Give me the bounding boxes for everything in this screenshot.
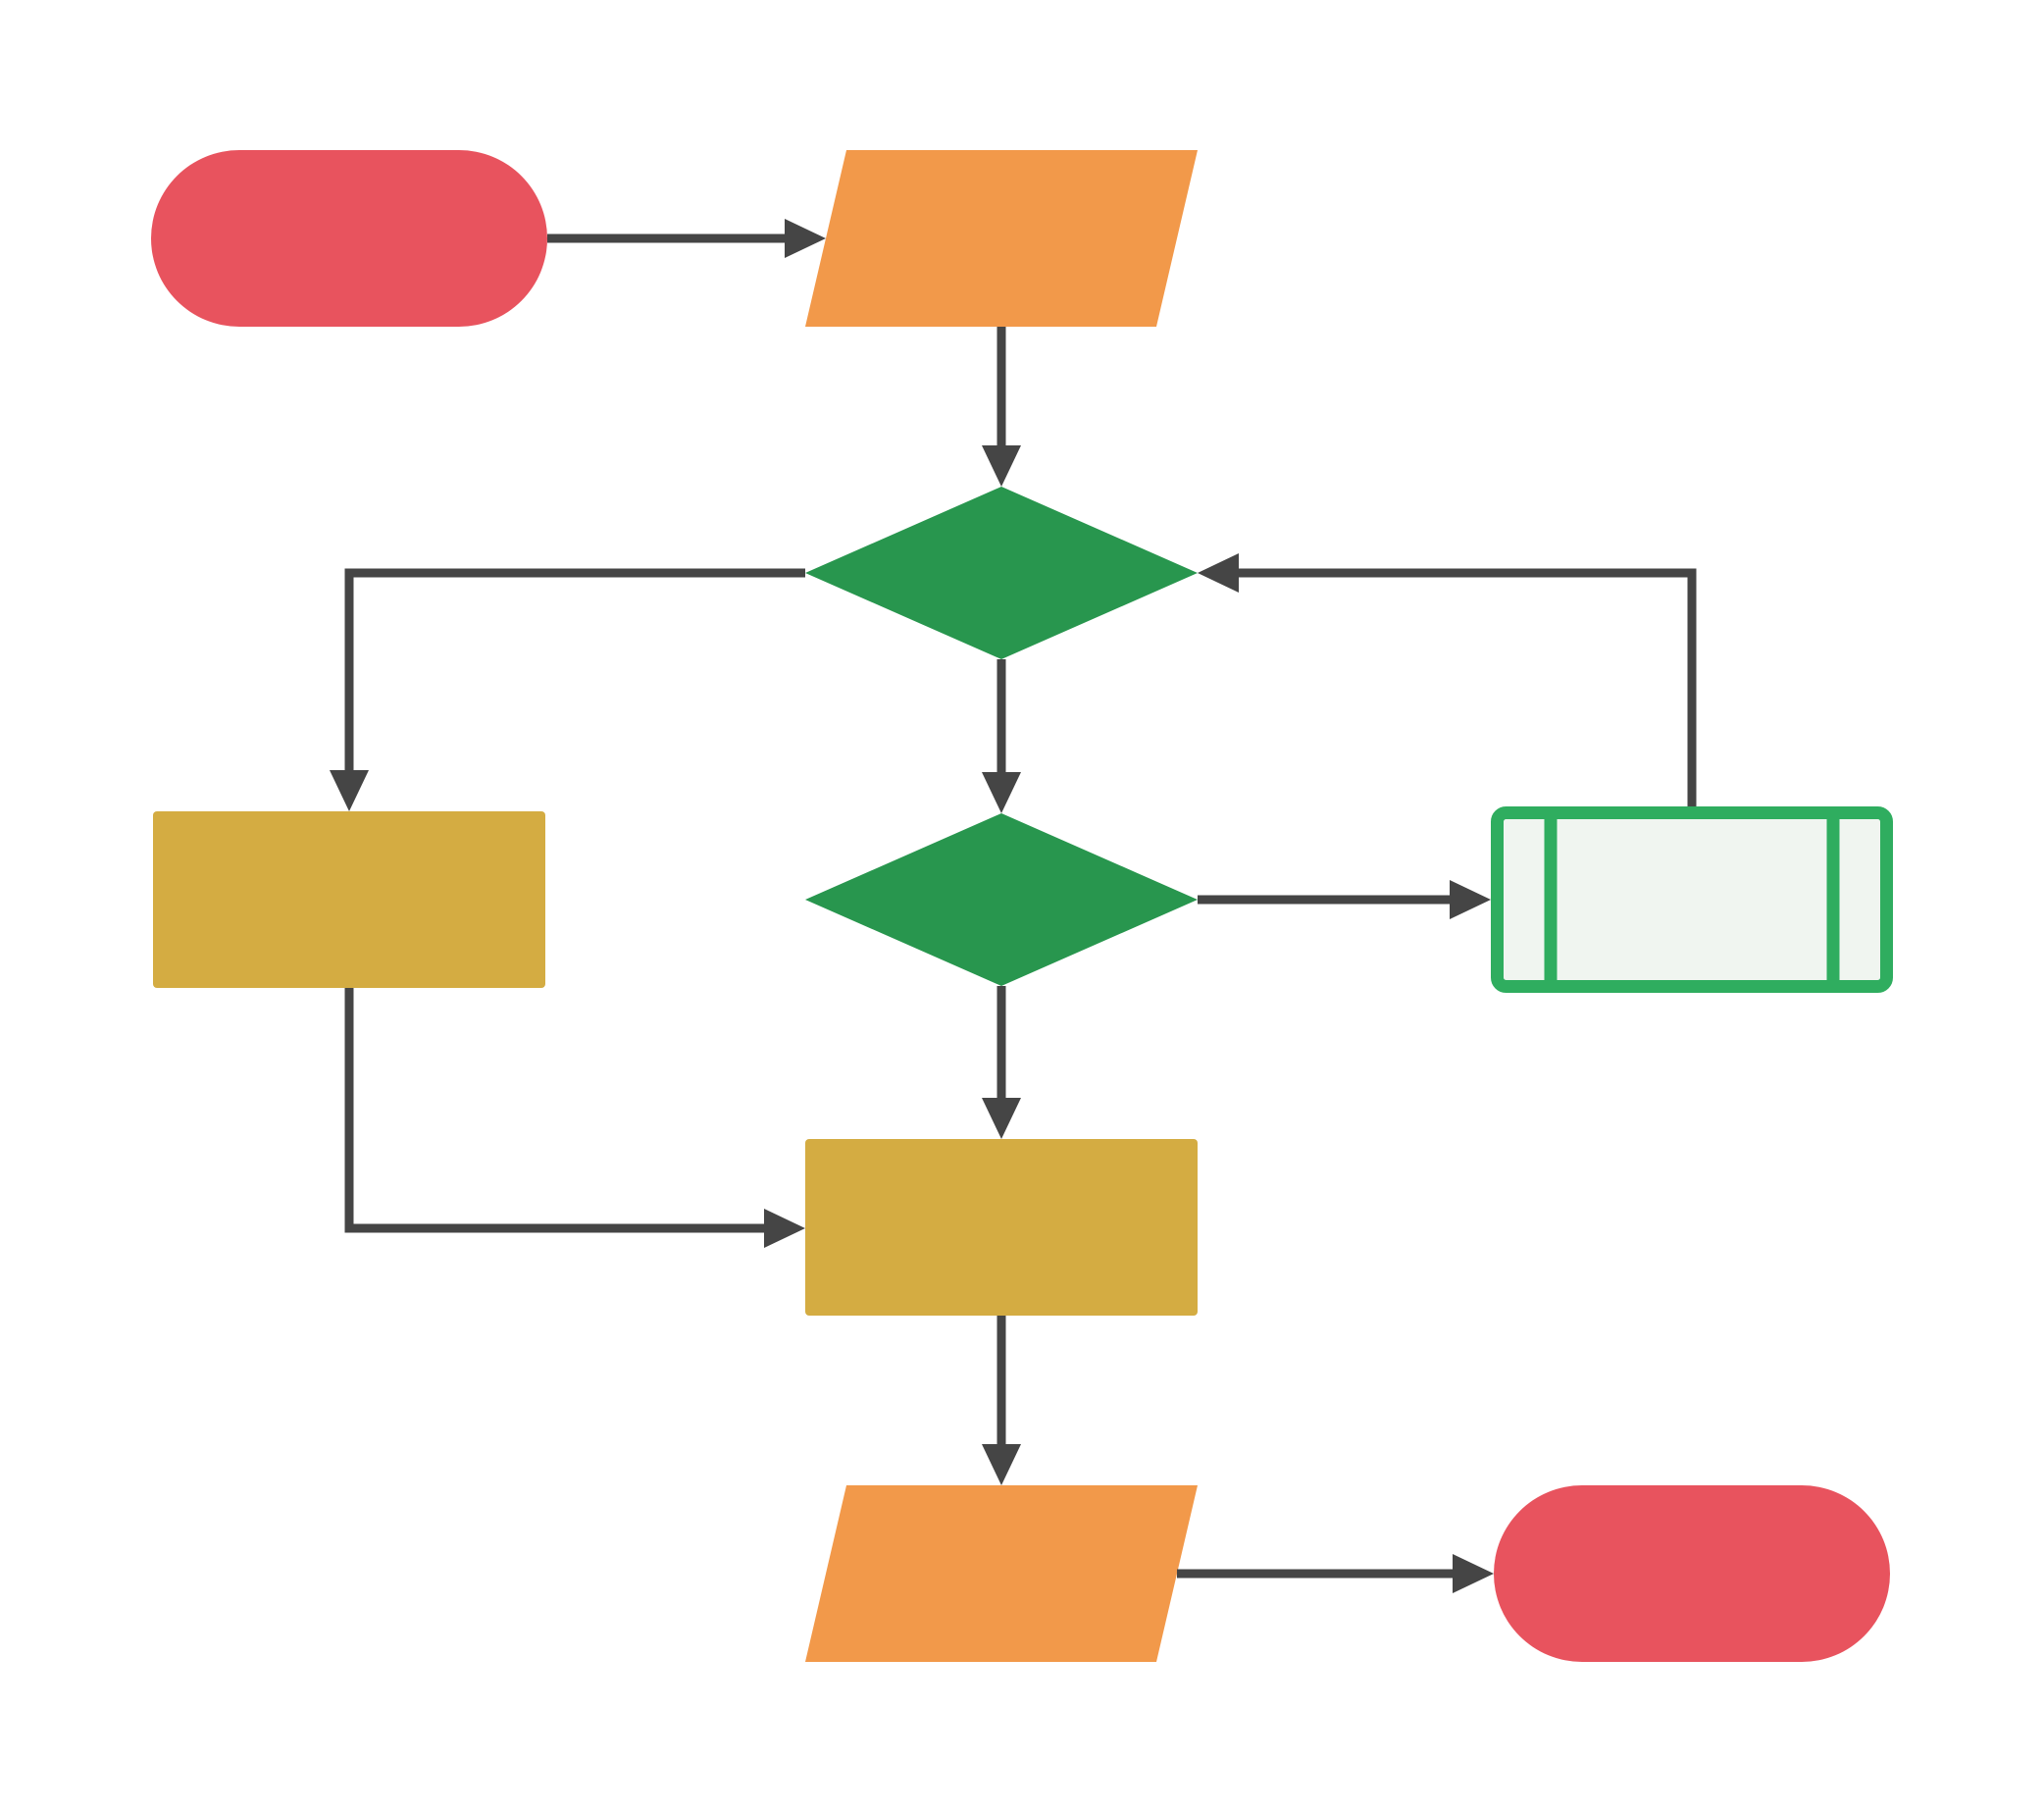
arrowhead-icon <box>1198 553 1239 593</box>
connector-input-to-decision1[interactable] <box>982 327 1021 487</box>
arrowhead-icon <box>1450 880 1491 919</box>
process-rect-left[interactable] <box>153 811 545 988</box>
arrowhead-icon <box>982 1098 1021 1139</box>
arrowhead-icon <box>1453 1554 1494 1593</box>
arrowhead-icon <box>982 1444 1021 1485</box>
predefined-process[interactable] <box>1491 806 1893 993</box>
connector-line[interactable] <box>1237 568 1697 806</box>
arrowhead-icon <box>785 219 826 258</box>
connector-decision2-to-center-process[interactable] <box>982 986 1021 1139</box>
connector-center-process-to-output[interactable] <box>982 1316 1021 1485</box>
start-terminator[interactable] <box>151 150 547 327</box>
arrowhead-icon <box>764 1209 805 1248</box>
arrowhead-icon <box>982 445 1021 487</box>
connector-decision1-to-decision2[interactable] <box>982 659 1021 813</box>
connector-start-to-input[interactable] <box>547 219 826 258</box>
output-parallelogram-bottom[interactable] <box>805 1485 1198 1662</box>
arrowhead-icon <box>330 770 369 811</box>
decision-diamond-2[interactable] <box>805 813 1198 986</box>
process-rect-center[interactable] <box>805 1139 1198 1316</box>
input-parallelogram-top[interactable] <box>805 150 1198 327</box>
arrowhead-icon <box>982 772 1021 813</box>
connector-predefined-to-decision1[interactable] <box>1198 553 1697 806</box>
connector-left-process-to-center-process[interactable] <box>344 988 805 1248</box>
end-terminator[interactable] <box>1494 1485 1890 1662</box>
connector-decision1-to-left-process[interactable] <box>330 568 805 811</box>
decision-diamond-1[interactable] <box>805 487 1198 659</box>
connector-decision2-to-predefined[interactable] <box>1198 880 1491 919</box>
connector-output-to-end[interactable] <box>1177 1554 1494 1593</box>
connector-line[interactable] <box>344 568 805 772</box>
connector-line[interactable] <box>344 988 766 1233</box>
